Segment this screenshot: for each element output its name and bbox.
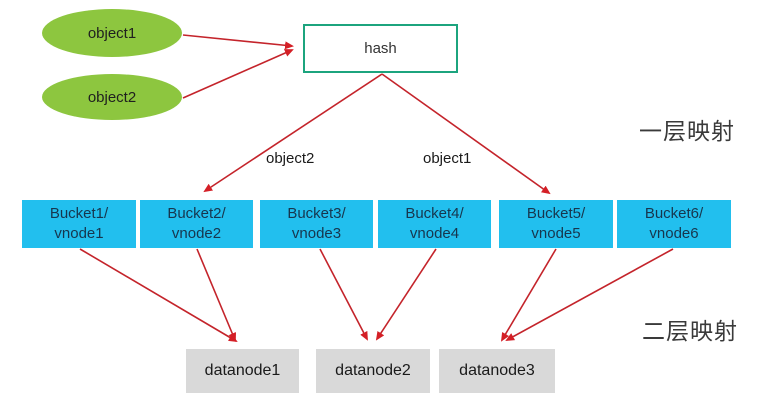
bucket2-line1: Bucket2/ [167,204,226,222]
edge-label-object1: object1 [423,150,472,167]
annotation-second-layer-mapping: 二层映射 [642,318,738,344]
bucket5-line1: Bucket5/ [526,204,586,222]
node-bucket4: Bucket4/ vnode4 [378,200,491,248]
node-bucket2: Bucket2/ vnode2 [140,200,253,248]
arrow-object2-to-hash [182,49,294,99]
node-datanode1: datanode1 [186,349,299,393]
node-object1-label: object1 [87,24,137,42]
node-datanode3: datanode3 [439,349,555,393]
datanode2-label: datanode2 [335,362,411,379]
node-bucket1: Bucket1/ vnode1 [22,200,136,248]
arrow-object1-to-hash [182,34,294,50]
node-object2-label: object2 [87,88,137,106]
datanode3-label: datanode3 [459,362,535,379]
bucket3-line2: vnode3 [291,225,342,242]
bucket4-line2: vnode4 [409,225,460,242]
node-bucket6: Bucket6/ vnode6 [617,200,731,248]
arrow-bucket1-to-datanode1 [79,248,238,343]
bucket4-line1: Bucket4/ [405,204,464,222]
node-datanode2: datanode2 [316,349,430,393]
arrow-bucket5-to-datanode3 [500,248,557,342]
node-object1: object1 [42,9,182,57]
bucket3-line1: Bucket3/ [287,204,346,222]
bucket5-line2: vnode5 [531,225,581,242]
bucket1-line1: Bucket1/ [49,204,109,222]
arrow-bucket3-to-datanode2 [319,248,368,341]
bucket6-line2: vnode6 [649,225,699,242]
bucket6-line1: Bucket6/ [644,204,704,222]
bucket2-line2: vnode2 [171,225,222,242]
node-bucket3: Bucket3/ vnode3 [260,200,373,248]
bucket1-line2: vnode1 [54,225,104,242]
arrow-hash-to-bucket2 [203,73,383,193]
node-bucket5: Bucket5/ vnode5 [499,200,613,248]
node-hash-label: hash [364,40,397,57]
node-object2: object2 [42,74,182,120]
edge-label-object2: object2 [266,150,315,167]
datanode1-label: datanode1 [204,362,281,379]
arrow-bucket4-to-datanode2 [375,248,437,341]
arrow-bucket2-to-datanode1 [196,248,236,342]
arrow-hash-to-bucket5 [381,73,551,195]
node-hash: hash [303,24,458,73]
annotation-first-layer-mapping: 一层映射 [639,118,735,144]
